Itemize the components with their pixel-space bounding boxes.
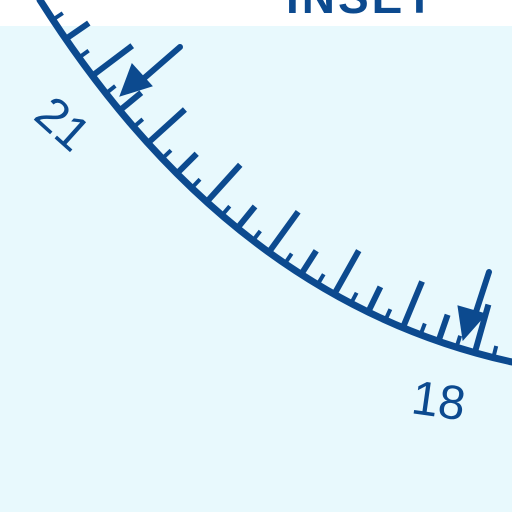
compass-tick [435, 313, 451, 343]
bearing-label-21: 21 [25, 87, 100, 162]
compass-tick [145, 107, 187, 146]
compass-tick [471, 303, 492, 354]
inset-label: INSET [286, 0, 436, 24]
compass-tick [298, 249, 319, 276]
compass-tick [90, 43, 135, 79]
compass-ticks [51, 11, 499, 359]
compass-tick [64, 20, 91, 42]
arrow-21-icon [119, 44, 183, 97]
compass-tick [174, 151, 199, 176]
bearing-label-18: 18 [408, 371, 468, 431]
compass-ring [36, 0, 512, 366]
inset-border-area [0, 0, 512, 26]
compass-tick [400, 280, 425, 329]
compass-tick [331, 249, 362, 296]
compass-tick [235, 204, 258, 231]
compass-tick [266, 210, 301, 255]
arrow-18-icon [457, 269, 492, 342]
compass-tick [365, 285, 384, 314]
compass-tick [204, 162, 243, 204]
compass-tick [117, 90, 144, 113]
